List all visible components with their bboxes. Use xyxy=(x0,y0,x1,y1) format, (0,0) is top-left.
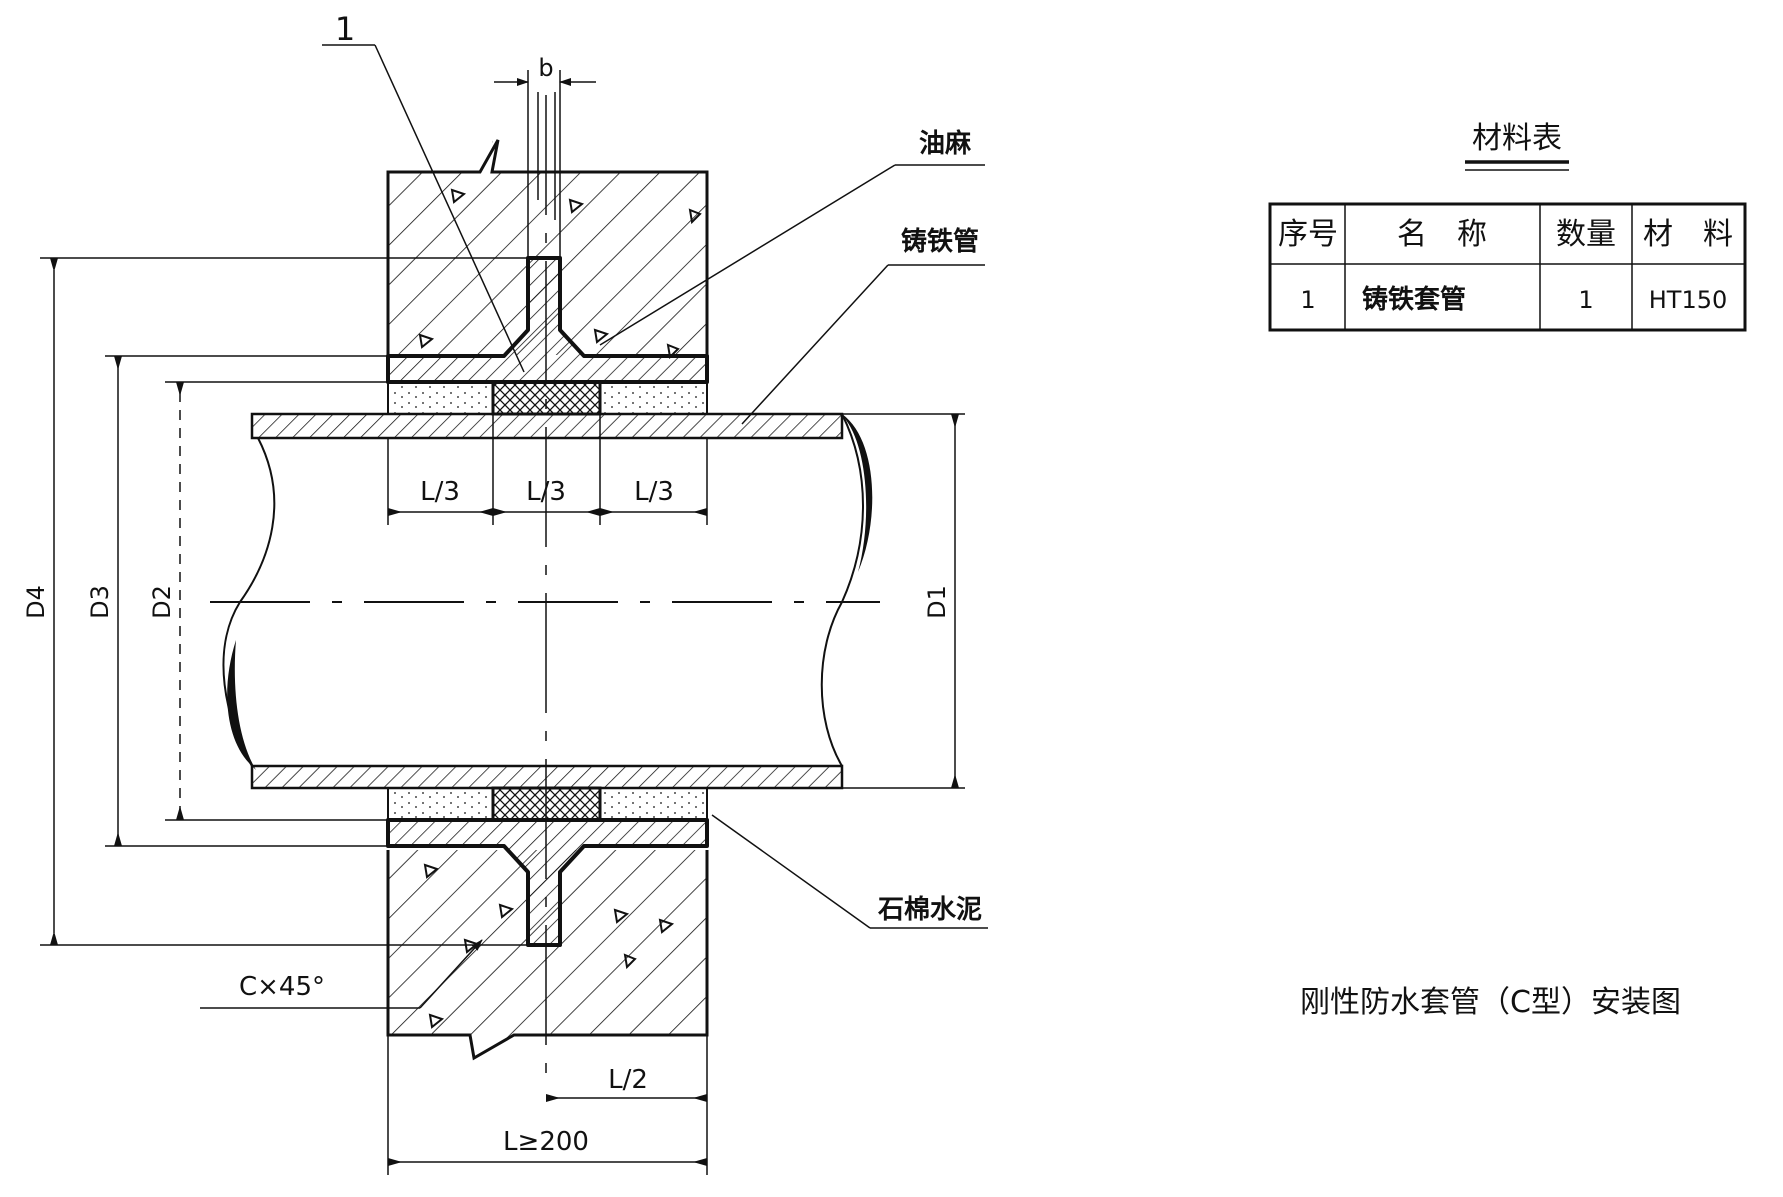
table-cell-no: 1 xyxy=(1300,286,1315,314)
label-oakum: 油麻 xyxy=(919,129,972,159)
dim-b-label: b xyxy=(538,54,553,82)
dim-l3-left: L/3 xyxy=(420,477,460,507)
dim-half-length: L/2 xyxy=(608,1065,648,1095)
dim-length: L≥200 xyxy=(503,1127,589,1157)
dimension-b: b xyxy=(494,54,596,258)
dimension-d2 xyxy=(165,381,388,821)
dim-d3: D3 xyxy=(86,585,114,619)
dimension-d1 xyxy=(842,413,965,789)
dimension-half-length xyxy=(546,1035,708,1175)
leader-asbestos-cement: 石棉水泥 xyxy=(711,814,988,929)
material-table-title: 材料表 xyxy=(1472,121,1562,156)
leader-oakum: 油麻 xyxy=(599,129,985,346)
centerlines xyxy=(210,92,880,1075)
wall-upper xyxy=(386,139,709,355)
dimension-length xyxy=(387,1035,707,1175)
dimension-d4 xyxy=(40,257,528,946)
leader-cast-iron-pipe: 铸铁管 xyxy=(741,226,985,425)
drawing-caption: 刚性防水套管（C型）安装图 xyxy=(1300,985,1681,1020)
table-cell-material: HT150 xyxy=(1649,286,1728,314)
oakum-packing-upper xyxy=(491,380,602,416)
table-cell-name: 铸铁套管 xyxy=(1362,284,1466,315)
part-callout-1: 1 xyxy=(322,10,525,373)
table-header-name: 名 称 xyxy=(1397,217,1487,252)
material-table: 材料表 序号 名 称 数量 材 料 1 铸铁套管 1 HT150 xyxy=(1268,121,1747,332)
table-header-qty: 数量 xyxy=(1556,217,1616,252)
dimension-l-thirds xyxy=(387,414,708,525)
label-asbestos-cement: 石棉水泥 xyxy=(877,895,982,925)
cast-iron-sleeve-lower xyxy=(386,818,709,947)
label-cast-iron-pipe: 铸铁管 xyxy=(901,226,979,257)
dim-d2: D2 xyxy=(148,585,176,619)
dim-d4: D4 xyxy=(22,585,50,619)
part-callout-label: 1 xyxy=(335,10,355,48)
dimension-d3 xyxy=(105,355,388,847)
dim-chamfer: C×45° xyxy=(239,972,325,1002)
table-header-no: 序号 xyxy=(1278,217,1338,252)
table-cell-qty: 1 xyxy=(1578,286,1593,314)
dim-l3-mid: L/3 xyxy=(526,477,566,507)
dim-d1: D1 xyxy=(923,585,951,619)
table-header-material: 材 料 xyxy=(1643,217,1733,252)
dimension-chamfer xyxy=(200,939,483,1009)
concrete-aggregate-marks xyxy=(418,188,702,1029)
dim-l3-right: L/3 xyxy=(634,477,674,507)
